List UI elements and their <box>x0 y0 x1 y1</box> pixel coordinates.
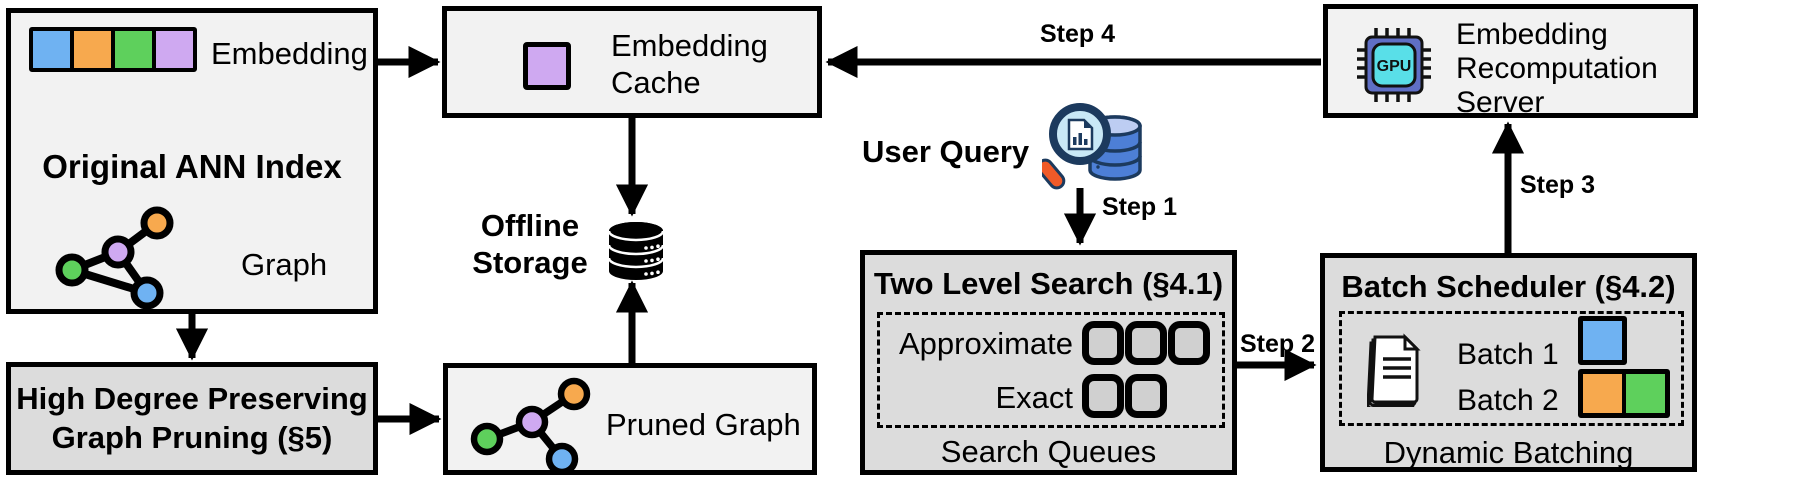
approximate-queue-slot <box>1082 321 1124 365</box>
embedding-cell-purple <box>156 31 193 68</box>
batch1-squares <box>1578 316 1627 365</box>
cached-embedding-square <box>523 42 571 90</box>
graph-node-green <box>470 422 504 456</box>
approximate-queue-slot <box>1125 321 1167 365</box>
offline-storage-label-line2: Storage <box>472 245 588 280</box>
graph-node-purple <box>101 235 135 269</box>
cache-label-line1: Embedding <box>611 28 768 63</box>
server-label-line3: Server <box>1456 86 1545 119</box>
step1-label: Step 1 <box>1102 193 1178 221</box>
search-queues-dashed-region <box>877 312 1225 428</box>
documents-icon <box>1367 333 1421 407</box>
embedding-label: Embedding <box>211 36 368 71</box>
pruning-title-line2: Graph Pruning (§5) <box>51 420 333 455</box>
exact-queue-slot <box>1125 374 1167 418</box>
ann-graph-illustration <box>55 206 174 310</box>
server-label-line2: Recomputation <box>1456 52 1658 85</box>
original-ann-index-box: Embedding Original ANN Index Graph <box>6 8 378 314</box>
gpu-icon: GPU <box>1357 28 1431 102</box>
approximate-queue-slot <box>1168 321 1210 365</box>
exact-level-label: Exact <box>995 380 1073 415</box>
step4-label: Step 4 <box>1040 20 1116 48</box>
query-search-database-icon <box>1042 103 1142 190</box>
step3-label: Step 3 <box>1520 171 1596 199</box>
gpu-icon-label: GPU <box>1377 58 1412 75</box>
batch-scheduler-title: Batch Scheduler (§4.2) <box>1341 269 1676 304</box>
batch1-label: Batch 1 <box>1457 338 1559 371</box>
cache-label-line2: Cache <box>611 65 701 100</box>
ann-index-title: Original ANN Index <box>42 148 342 185</box>
graph-node-purple <box>515 405 549 439</box>
pruned-graph-label: Pruned Graph <box>606 407 801 442</box>
server-label-line1: Embedding <box>1456 18 1608 51</box>
batch2-squares <box>1578 369 1670 418</box>
user-query-label: User Query <box>862 134 1030 169</box>
dynamic-batching-caption: Dynamic Batching <box>1383 435 1634 470</box>
exact-queue-slot <box>1082 374 1124 418</box>
embedding-strip <box>29 27 197 72</box>
graph-node-blue <box>545 442 579 472</box>
graph-node-blue <box>130 276 164 310</box>
embedding-cache-box: Embedding Cache <box>442 6 822 118</box>
graph-label: Graph <box>241 247 328 282</box>
graph-pruning-box: High Degree Preserving Graph Pruning (§5… <box>6 362 378 475</box>
batch1-cell-blue <box>1583 321 1622 360</box>
embedding-cell-orange <box>74 31 111 68</box>
batch2-cell-orange <box>1583 374 1622 413</box>
graph-node-green <box>55 253 89 287</box>
two-level-search-box: Two Level Search (§4.1) Approximate Exac… <box>860 250 1237 475</box>
database-icon <box>607 222 665 280</box>
approximate-level-label: Approximate <box>898 326 1073 361</box>
embedding-cell-blue <box>33 31 70 68</box>
batch-scheduler-box: Batch Scheduler (§4.2) Batch 1 Batch 2 D… <box>1320 253 1697 472</box>
batch2-cell-green <box>1626 374 1665 413</box>
embedding-cell-green <box>115 31 152 68</box>
pruned-graph-box: Pruned Graph <box>443 363 817 475</box>
offline-storage-label-line1: Offline <box>480 208 580 243</box>
step2-label: Step 2 <box>1240 330 1316 358</box>
pruning-title-line1: High Degree Preserving <box>16 381 368 416</box>
dynamic-batching-dashed-region <box>1339 311 1684 426</box>
search-queues-caption: Search Queues <box>940 434 1157 469</box>
pruned-graph-illustration <box>470 377 591 472</box>
graph-node-orange <box>557 377 591 411</box>
two-level-search-title: Two Level Search (§4.1) <box>873 266 1224 301</box>
graph-node-orange <box>140 206 174 240</box>
recomputation-server-box: GPU Embedding Recomputation Server <box>1323 4 1698 119</box>
batch2-label: Batch 2 <box>1457 384 1559 417</box>
